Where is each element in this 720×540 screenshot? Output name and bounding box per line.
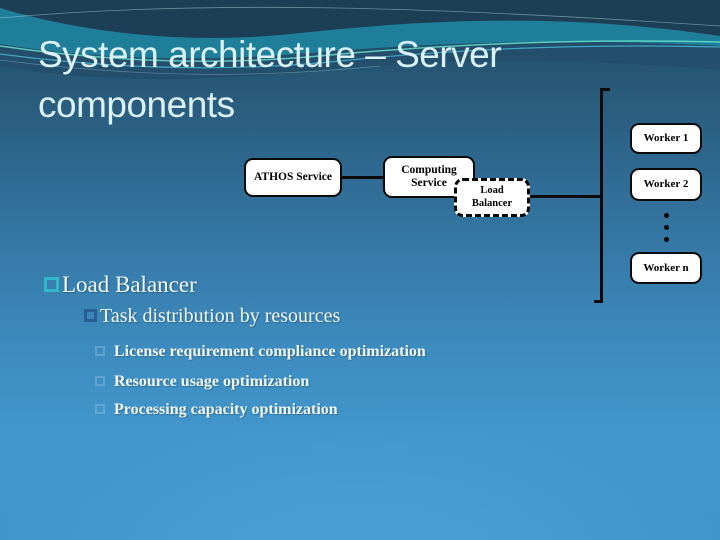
- slide-title-line2: components: [38, 84, 235, 125]
- worker-bracket-line: [600, 88, 603, 303]
- bullet-square-level1-icon: [44, 277, 59, 292]
- background-waves: [0, 0, 720, 80]
- bullet-square-level3-icon: [95, 346, 105, 356]
- ellipsis-dot-icon: [664, 225, 669, 230]
- bullet-square-level3-icon: [95, 404, 105, 414]
- bullet-level2-text: Task distribution by resources: [100, 305, 341, 327]
- slide-title: System architecture – Server components: [38, 30, 678, 130]
- worker-bracket-top-cap: [600, 88, 610, 91]
- slide-title-line1: System architecture – Server: [38, 34, 502, 75]
- bullet-level3-text: Processing capacity optimization: [114, 401, 338, 418]
- bullet-item-level3: Processing capacity optimization: [95, 399, 338, 420]
- bullet-item-level3: Resource usage optimization: [95, 371, 309, 392]
- ellipsis-dot-icon: [664, 213, 669, 218]
- worker-2-label: Worker 2: [643, 178, 689, 191]
- diagram-node-worker-1: Worker 1: [630, 123, 702, 154]
- bullet-level3-text: Resource usage optimization: [114, 373, 310, 390]
- bullet-item-level1: Load Balancer: [44, 270, 197, 300]
- bullet-level1-text: Load Balancer: [62, 272, 197, 297]
- diagram-node-worker-2: Worker 2: [630, 168, 702, 201]
- athos-service-label: ATHOS Service: [253, 170, 333, 183]
- computing-service-label: Computing Service: [401, 163, 457, 189]
- bullet-square-level3-icon: [95, 376, 105, 386]
- connector-athos-computing: [341, 176, 384, 179]
- diagram-node-athos-service: ATHOS Service: [244, 158, 342, 197]
- worker-ellipsis: [664, 213, 669, 242]
- bullet-square-level2-icon: [84, 309, 97, 322]
- diagram-node-worker-n: Worker n: [630, 252, 702, 284]
- load-balancer-label: Load Balancer: [471, 185, 513, 209]
- worker-bracket-bottom-cap: [594, 300, 603, 303]
- bullet-item-level2: Task distribution by resources: [84, 303, 340, 330]
- worker-n-label: Worker n: [643, 261, 689, 274]
- worker-1-label: Worker 1: [643, 132, 689, 145]
- connector-loadbalancer-bracket: [529, 195, 601, 198]
- bullet-item-level3: License requirement compliance optimizat…: [95, 341, 426, 362]
- ellipsis-dot-icon: [664, 237, 669, 242]
- diagram-node-computing-service: Computing Service: [383, 156, 475, 198]
- bullet-level3-text: License requirement compliance optimizat…: [114, 343, 426, 360]
- diagram-node-load-balancer: Load Balancer: [454, 178, 530, 217]
